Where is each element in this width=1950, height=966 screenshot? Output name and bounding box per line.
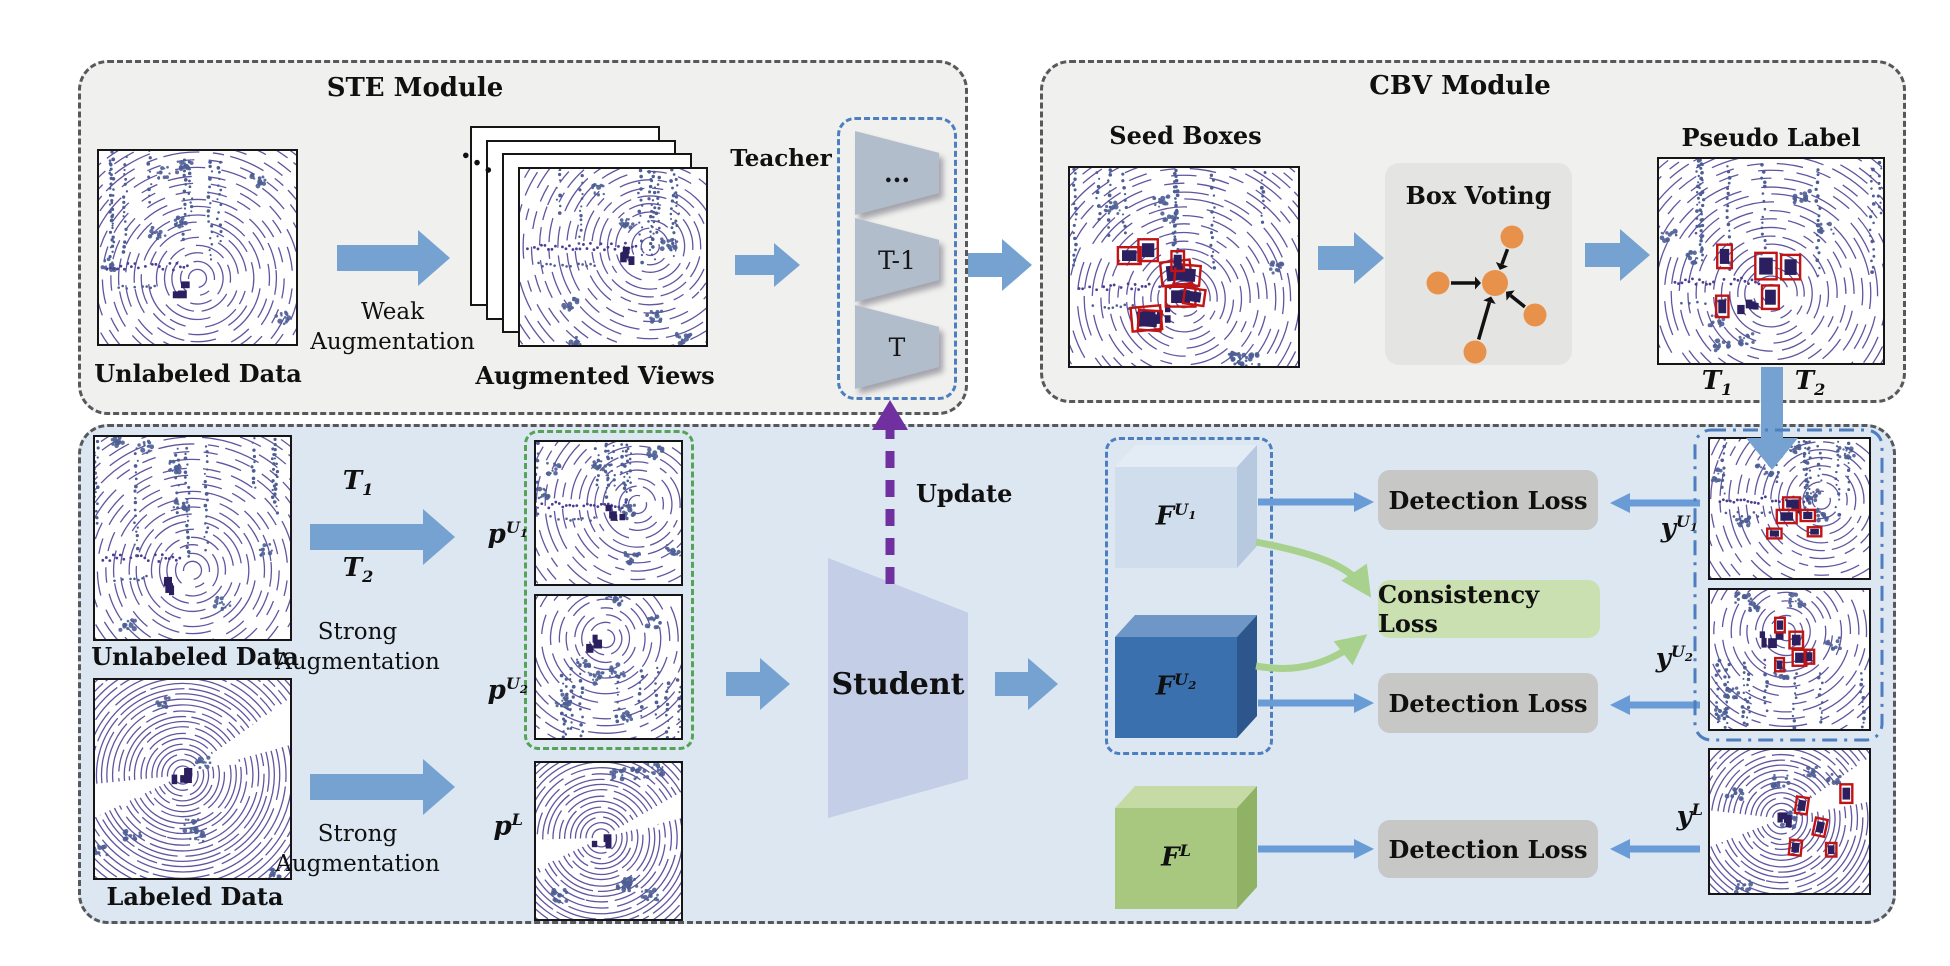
y-l-label: yL — [1676, 800, 1703, 832]
unlabeled-data-bottom-image — [93, 435, 292, 641]
ste-module-title: STE Module — [326, 73, 504, 103]
p-u2-label: pU2 — [487, 674, 528, 706]
box-voting-title: Box Voting — [1405, 181, 1552, 210]
transform-2-label-bottom: T2 — [342, 553, 374, 587]
teacher-block-t-minus-1: T-1 — [855, 218, 939, 302]
augmented-views-caption: Augmented Views — [475, 361, 715, 390]
box-voting-graph — [1426, 225, 1547, 364]
detection-loss-box-1: Detection Loss — [1378, 470, 1598, 530]
p-l-image — [534, 761, 683, 921]
f-u1-label: FU1 — [1155, 500, 1197, 532]
student-label: Student — [831, 667, 965, 702]
unlabeled-data-top-caption: Unlabeled Data — [94, 359, 302, 388]
teacher-label: Teacher — [730, 145, 832, 172]
y-u1-label: yU1 — [1660, 512, 1698, 544]
labeled-data-caption: Labeled Data — [106, 882, 284, 911]
feature-cube-u2 — [1115, 615, 1257, 738]
unlabeled-data-top-image — [97, 149, 298, 346]
detection-loss-box-3: Detection Loss — [1378, 820, 1598, 878]
cbv-module-title: CBV Module — [1369, 71, 1551, 101]
y-u2-label: yU2 — [1655, 642, 1693, 674]
y-l-image — [1708, 748, 1871, 895]
seed-boxes-title: Seed Boxes — [1109, 121, 1262, 150]
p-u2-image — [534, 594, 683, 740]
teacher-block-dots: ... — [855, 131, 939, 215]
labeled-data-image — [93, 678, 292, 880]
seed-boxes-image — [1068, 166, 1300, 368]
augmented-view-front-image — [518, 167, 708, 347]
strong-augmentation-label-1: Strong Augmentation — [275, 619, 440, 675]
pseudo-label-title: Pseudo Label — [1681, 123, 1861, 152]
detection-loss-box-2: Detection Loss — [1378, 673, 1598, 733]
pseudo-label-image — [1657, 157, 1885, 365]
weak-augmentation-label: Weak Augmentation — [310, 299, 475, 355]
box-voting-panel — [1385, 163, 1572, 365]
f-u2-label: FU2 — [1155, 670, 1197, 702]
feature-cube-l — [1115, 786, 1257, 909]
p-u1-label: pU1 — [487, 518, 528, 550]
teacher-block-t: T — [855, 305, 939, 389]
feature-cube-u1 — [1115, 445, 1257, 568]
f-l-label: FL — [1161, 841, 1191, 873]
transform-2-label-top: T2 — [1794, 366, 1826, 400]
unlabeled-features-box — [1105, 437, 1273, 755]
transform-1-label-top: T1 — [1701, 366, 1733, 400]
y-u1-image — [1708, 437, 1871, 580]
arrow-teacher-to-cbv — [968, 239, 1032, 291]
strong-augmentation-label-2: Strong Augmentation — [275, 821, 440, 877]
consistency-loss-box: Consistency Loss — [1378, 580, 1600, 638]
strong-augmented-views-box — [524, 430, 694, 750]
p-l-label: pL — [493, 810, 523, 842]
transform-1-label-bottom: T1 — [342, 466, 374, 500]
unlabeled-data-bottom-caption: Unlabeled Data — [91, 642, 299, 671]
p-u1-image — [534, 440, 683, 586]
y-u2-image — [1708, 588, 1871, 731]
teacher-ensemble-box — [837, 117, 957, 400]
update-label: Update — [916, 479, 1013, 508]
